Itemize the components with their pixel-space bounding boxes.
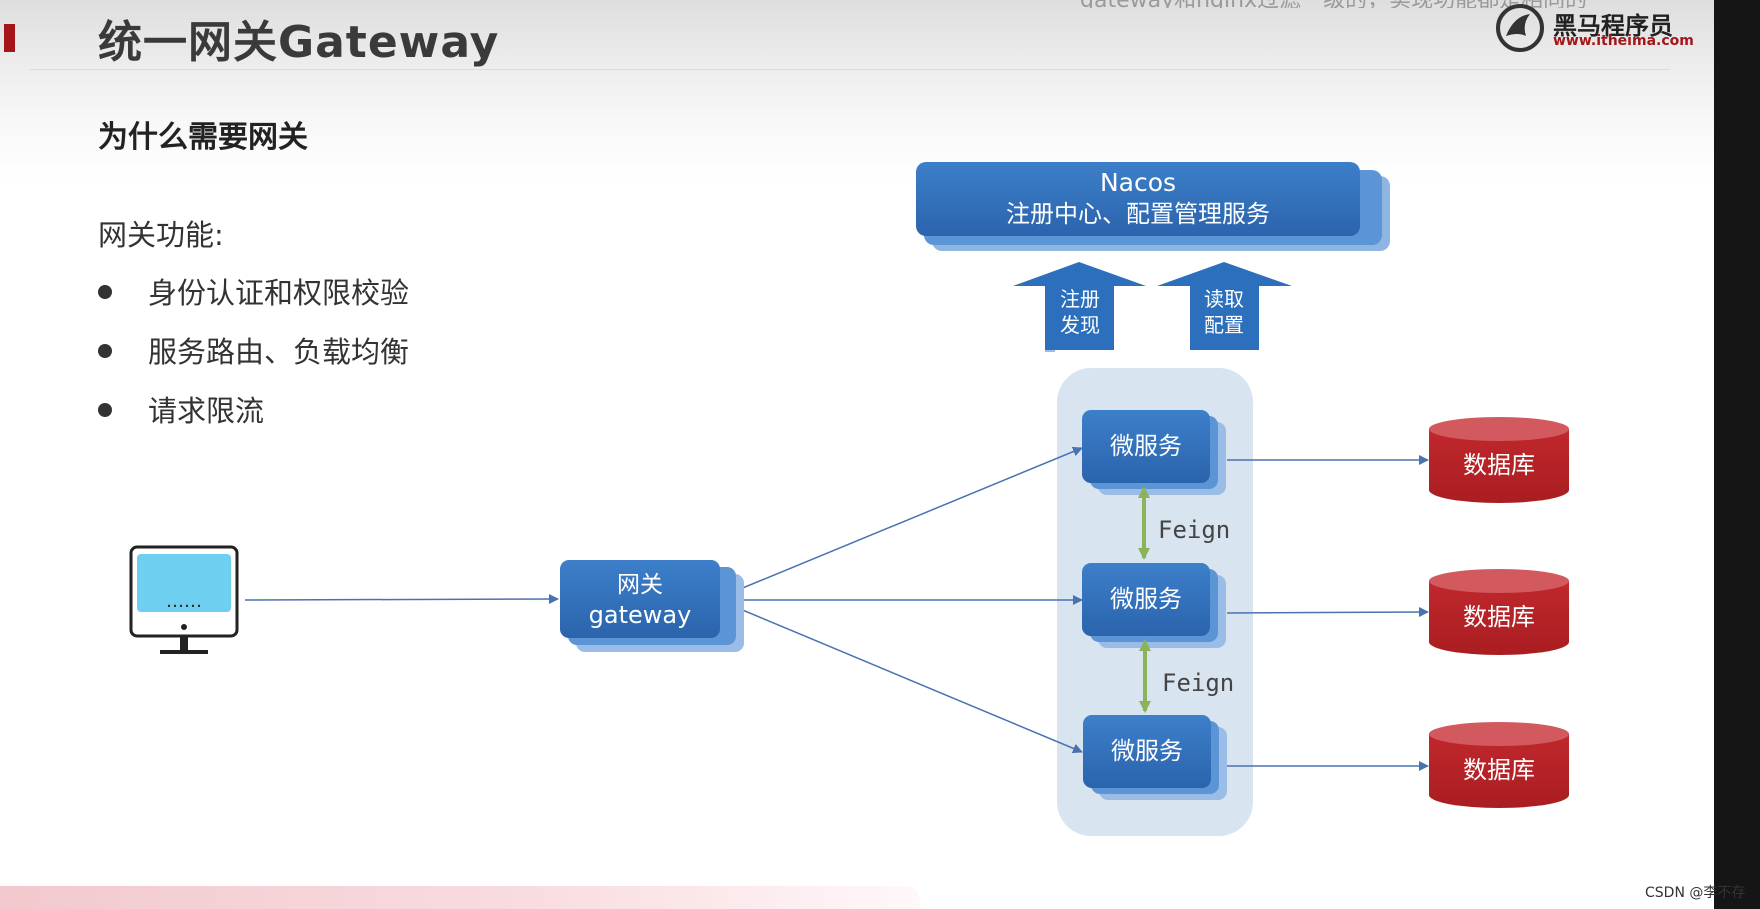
microservice-box: 微服务 xyxy=(1083,715,1227,800)
microservice-label: 微服务 xyxy=(1111,737,1183,765)
itheima-logo-icon xyxy=(1496,4,1544,52)
nacos-subtitle: 注册中心、配置管理服务 xyxy=(1006,200,1270,228)
bullet-icon xyxy=(98,403,112,417)
microservice-box: 微服务 xyxy=(1082,563,1226,648)
microservice-label: 微服务 xyxy=(1110,432,1182,460)
arrow-label-line2: 发现 xyxy=(1060,313,1100,337)
register-discover-arrow: 注册 发现 xyxy=(1011,260,1146,352)
slide: 统一网关Gateway gateway和nginx过滤一级的，实现功能都是相同的… xyxy=(0,0,1714,909)
slide-title: 统一网关Gateway xyxy=(98,17,500,68)
feature-label: 服务路由、负载均衡 xyxy=(148,335,410,369)
logo-url: www.itheima.com xyxy=(1553,33,1694,49)
nacos-box: Nacos 注册中心、配置管理服务 xyxy=(916,162,1390,251)
feign-label: Feign xyxy=(1158,516,1230,544)
arrow-label-line1: 读取 xyxy=(1204,287,1244,311)
database-label: 数据库 xyxy=(1463,451,1535,479)
features-heading: 网关功能: xyxy=(98,218,224,252)
gateway-architecture-diagram: Nacos 注册中心、配置管理服务 注册 发现 读取 配置 …… xyxy=(129,162,1569,836)
database-label: 数据库 xyxy=(1463,603,1535,631)
bullet-icon xyxy=(98,344,112,358)
gateway-label-cn: 网关 xyxy=(617,572,663,598)
screen-dots: …… xyxy=(166,591,202,612)
service-to-db-connector xyxy=(1226,607,1429,618)
client-monitor-icon: …… xyxy=(129,545,239,654)
microservice-label: 微服务 xyxy=(1110,585,1182,613)
read-config-arrow: 读取 配置 xyxy=(1157,262,1292,350)
feature-item: 请求限流 xyxy=(98,388,264,430)
nacos-title: Nacos xyxy=(1100,168,1176,197)
feign-label: Feign xyxy=(1162,669,1234,697)
logo-brand-name: 黑马程序员 xyxy=(1553,12,1673,40)
section-title: 为什么需要网关 xyxy=(98,120,308,155)
subtitle-overlay-text: gateway和nginx过滤一级的，实现功能都是相同的 xyxy=(1080,0,1587,8)
header-divider xyxy=(30,69,1670,70)
client-to-gateway-connector xyxy=(244,594,559,605)
feature-label: 身份认证和权限校验 xyxy=(148,276,410,310)
database-label: 数据库 xyxy=(1463,756,1535,784)
feature-label: 请求限流 xyxy=(148,394,265,428)
bullet-icon xyxy=(98,285,112,299)
database-cylinder: 数据库 xyxy=(1429,417,1569,503)
gateway-box: 网关 gateway xyxy=(560,560,744,652)
feature-item: 身份认证和权限校验 xyxy=(98,270,409,312)
database-cylinder: 数据库 xyxy=(1429,569,1569,655)
arrow-label-line1: 注册 xyxy=(1060,287,1100,311)
bottom-decorative-streak xyxy=(0,886,920,909)
database-cylinder: 数据库 xyxy=(1429,722,1569,808)
csdn-watermark: CSDN @李不存 xyxy=(1645,885,1746,901)
gateway-label-en: gateway xyxy=(589,601,692,629)
gateway-to-service-connector xyxy=(732,605,1083,754)
video-player-edge xyxy=(1714,0,1760,909)
microservice-box: 微服务 xyxy=(1082,410,1226,495)
title-accent-bar xyxy=(4,24,15,52)
feature-item: 服务路由、负载均衡 xyxy=(98,329,409,371)
arrow-label-line2: 配置 xyxy=(1204,313,1244,337)
gateway-to-service-connector xyxy=(732,446,1083,593)
